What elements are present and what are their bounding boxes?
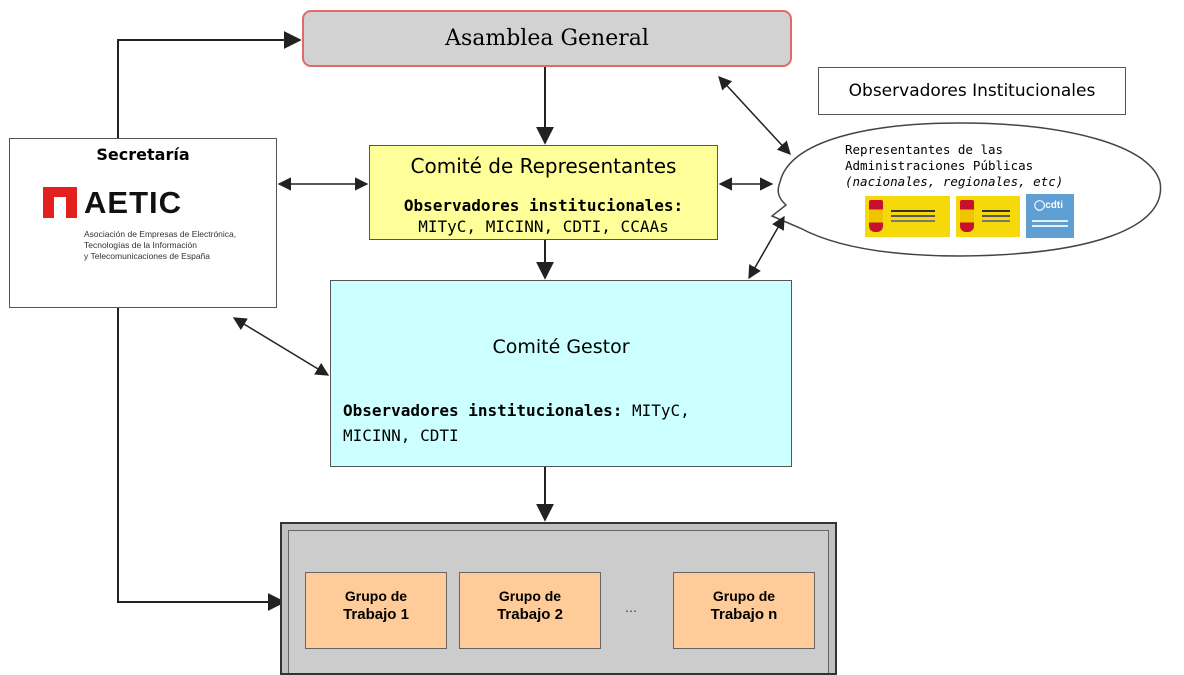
secretaria-box: Secretaría AETIC Asociación de Empresas … bbox=[9, 138, 277, 308]
representantes-line3: (nacionales, regionales, etc) bbox=[845, 174, 1064, 189]
spain-ministry-industry-logo bbox=[865, 196, 950, 237]
grupo-line2: Trabajo 1 bbox=[343, 606, 409, 623]
grupo-line2: Trabajo 2 bbox=[497, 606, 563, 623]
aetic-subtitle-line3: y Telecomunicaciones de España bbox=[84, 251, 211, 261]
comite-gestor-obs-values-1: MITyC, bbox=[632, 401, 690, 420]
comite-representantes-obs-values: MITyC, MICINN, CDTI, CCAAs bbox=[418, 217, 669, 236]
comite-gestor-box: Comité Gestor Observadores institucional… bbox=[330, 280, 792, 467]
comite-representantes-box: Comité de Representantes Observadores in… bbox=[369, 145, 718, 240]
comite-representantes-obs-label: Observadores institucionales: bbox=[403, 196, 684, 215]
arrow-secretaria-gestor bbox=[232, 317, 330, 376]
grupos-trabajo-container: Grupo de Trabajo 1 Grupo de Trabajo 2 … … bbox=[280, 522, 837, 675]
comite-gestor-obs-values-2: MICINN, CDTI bbox=[343, 426, 459, 445]
representantes-line1: Representantes de las bbox=[845, 142, 1004, 157]
representantes-line2: Administraciones Públicas bbox=[845, 158, 1034, 173]
comite-representantes-title: Comité de Representantes bbox=[410, 154, 677, 178]
cdti-mark-icon: ◯cdti bbox=[1034, 200, 1063, 211]
aetic-subtitle-line2: Tecnologías de la Información bbox=[84, 240, 197, 250]
asamblea-general-label: Asamblea General bbox=[445, 26, 649, 51]
spain-ministry-science-logo bbox=[956, 196, 1020, 237]
spain-coat-of-arms-icon bbox=[960, 200, 974, 232]
aetic-logo-icon bbox=[43, 187, 77, 218]
cdti-text-lines bbox=[1032, 220, 1068, 222]
asamblea-general-box: Asamblea General bbox=[302, 10, 792, 67]
arrow-secretaria-to-grupos bbox=[117, 308, 286, 611]
grupo-line2: Trabajo n bbox=[710, 606, 778, 623]
cdti-logo: ◯cdti bbox=[1026, 194, 1074, 238]
grupo-line1: Grupo de bbox=[498, 588, 562, 604]
aetic-logo-subtitle: Asociación de Empresas de Electrónica, T… bbox=[84, 229, 236, 262]
secretaria-title: Secretaría bbox=[96, 145, 190, 164]
grupo-line1: Grupo de bbox=[712, 588, 776, 604]
ministry-text-lines bbox=[891, 210, 935, 212]
observadores-institucionales-box: Observadores Institucionales bbox=[818, 67, 1126, 115]
grupo-trabajo-1: Grupo de Trabajo 1 bbox=[305, 572, 447, 649]
grupo-line1: Grupo de bbox=[344, 588, 408, 604]
aetic-subtitle-line1: Asociación de Empresas de Electrónica, bbox=[84, 229, 237, 239]
representantes-text: Representantes de las Administraciones P… bbox=[845, 142, 1065, 190]
grupos-ellipsis: … bbox=[625, 601, 637, 615]
comite-gestor-title: Comité Gestor bbox=[492, 336, 630, 358]
grupo-trabajo-n: Grupo de Trabajo n bbox=[673, 572, 815, 649]
comite-gestor-obs-line1: Observadores institucionales: MITyC, bbox=[343, 401, 690, 420]
grupo-trabajo-2: Grupo de Trabajo 2 bbox=[459, 572, 601, 649]
ministry-text-lines bbox=[982, 210, 1010, 212]
spain-coat-of-arms-icon bbox=[869, 200, 883, 232]
grupos-trabajo-inner-panel: Grupo de Trabajo 1 Grupo de Trabajo 2 … … bbox=[288, 530, 829, 673]
comite-gestor-obs-label: Observadores institucionales: bbox=[343, 401, 623, 420]
arrow-asamblea-representantes-ext bbox=[718, 76, 791, 155]
arrow-gestor-bubble bbox=[748, 215, 785, 280]
aetic-logo-word: AETIC bbox=[84, 185, 182, 220]
arrow-secretaria-to-asamblea bbox=[117, 31, 302, 138]
observadores-institucionales-label: Observadores Institucionales bbox=[848, 81, 1096, 101]
